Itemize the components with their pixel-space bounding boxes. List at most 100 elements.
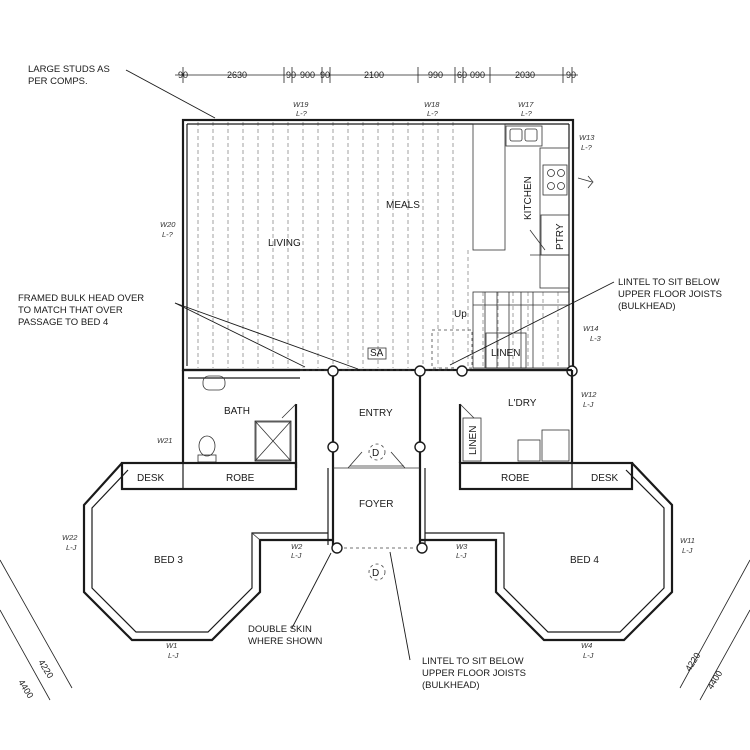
room-kitchen: KITCHEN bbox=[523, 176, 534, 220]
window-w1-ref: L-J bbox=[168, 651, 179, 660]
note-framed-bulkhead-line3: PASSAGE TO BED 4 bbox=[18, 317, 108, 328]
bed4-walls bbox=[420, 462, 674, 642]
room-desk-right: DESK bbox=[591, 473, 619, 484]
window-w11-ref: L-J bbox=[682, 546, 693, 555]
window-w11: W11 L-J bbox=[680, 536, 695, 555]
note-large-studs-line2: PER COMPS. bbox=[28, 76, 88, 87]
dim-left-a: 4220 bbox=[36, 658, 55, 680]
note-large-studs-line1: LARGE STUDS AS bbox=[28, 64, 110, 75]
dim-top-6: 990 bbox=[428, 70, 443, 80]
note-lintel-upper-line1: LINTEL TO SIT BELOW bbox=[618, 277, 720, 288]
foyer-walls bbox=[327, 467, 428, 554]
window-w17-id: W17 bbox=[518, 100, 534, 109]
window-w18: W18 L-? bbox=[424, 100, 440, 118]
window-w4-ref: L-J bbox=[583, 651, 594, 660]
window-w1-id: W1 bbox=[166, 641, 177, 650]
d-marker-upper: D bbox=[368, 443, 386, 461]
diag-dim-left: 4220 4400 bbox=[0, 559, 73, 701]
note-lintel-lower-line3: (BULKHEAD) bbox=[422, 680, 480, 691]
dim-top-2: 90 bbox=[286, 70, 296, 80]
room-bed3: BED 3 bbox=[154, 555, 183, 566]
note-double-skin: DOUBLE SKIN WHERE SHOWN bbox=[248, 552, 332, 647]
diag-dim-right: 4220 4400 bbox=[679, 559, 750, 701]
window-w2: W2 L-J bbox=[291, 542, 303, 560]
dim-top-4: 90 bbox=[320, 70, 330, 80]
bulkhead-beam bbox=[300, 347, 578, 377]
room-entry: ENTRY bbox=[359, 408, 393, 419]
d-marker-lower: D bbox=[368, 563, 386, 581]
room-robe-right: ROBE bbox=[501, 473, 530, 484]
window-w1: W1 L-J bbox=[166, 641, 179, 660]
window-w22-id: W22 bbox=[62, 533, 78, 542]
room-laundry: L'DRY bbox=[508, 398, 537, 409]
window-w12-ref: L-J bbox=[583, 400, 594, 409]
window-w20: W20 L-? bbox=[160, 220, 176, 239]
window-w13: W13 L-? bbox=[579, 133, 595, 152]
note-lintel-lower-line2: UPPER FLOOR JOISTS bbox=[422, 668, 526, 679]
window-w21-id: W21 bbox=[157, 436, 172, 445]
note-lintel-upper-line3: (BULKHEAD) bbox=[618, 301, 676, 312]
dim-top-1: 2630 bbox=[227, 70, 247, 80]
window-w21: W21 bbox=[157, 436, 172, 445]
window-w13-ref: L-? bbox=[581, 143, 593, 152]
window-w2-id: W2 bbox=[291, 542, 303, 551]
window-w3: W3 L-J bbox=[456, 542, 468, 560]
window-w18-id: W18 bbox=[424, 100, 440, 109]
room-pantry: PTRY bbox=[555, 223, 566, 250]
room-foyer: FOYER bbox=[359, 499, 393, 510]
note-double-skin-line2: WHERE SHOWN bbox=[248, 636, 323, 647]
note-large-studs: LARGE STUDS AS PER COMPS. bbox=[28, 64, 216, 119]
note-framed-bulkhead: FRAMED BULK HEAD OVER TO MATCH THAT OVER… bbox=[18, 293, 359, 370]
note-lintel-upper-line2: UPPER FLOOR JOISTS bbox=[618, 289, 722, 300]
window-w12-id: W12 bbox=[581, 390, 597, 399]
window-w2-ref: L-J bbox=[291, 551, 302, 560]
dim-top-10: 90 bbox=[566, 70, 576, 80]
note-lintel-upper: LINTEL TO SIT BELOW UPPER FLOOR JOISTS (… bbox=[449, 277, 722, 366]
window-w17-ref: L-? bbox=[521, 109, 533, 118]
top-dimension-line: 90 2630 90 900 90 2100 990 60 090 2030 9… bbox=[175, 67, 578, 83]
dim-top-0: 90 bbox=[178, 70, 188, 80]
window-w19-ref: L-? bbox=[296, 109, 308, 118]
window-w17: W17 L-? bbox=[518, 100, 534, 118]
window-w3-ref: L-J bbox=[456, 551, 467, 560]
dim-right-a: 4220 bbox=[683, 651, 702, 673]
window-w19: W19 L-? bbox=[293, 100, 309, 118]
room-meals: MEALS bbox=[386, 200, 420, 211]
dim-right-b: 4400 bbox=[705, 669, 724, 691]
room-bath: BATH bbox=[224, 406, 250, 417]
stairs bbox=[431, 291, 570, 369]
note-double-skin-line1: DOUBLE SKIN bbox=[248, 624, 312, 635]
window-w22: W22 L-J bbox=[62, 533, 78, 552]
dim-top-7: 60 bbox=[457, 70, 467, 80]
stud-hatching bbox=[197, 122, 559, 368]
window-w4-id: W4 bbox=[581, 641, 592, 650]
window-w4: W4 L-J bbox=[581, 641, 594, 660]
dim-top-3: 900 bbox=[300, 70, 315, 80]
note-framed-bulkhead-line2: TO MATCH THAT OVER bbox=[18, 305, 123, 316]
bed3-walls bbox=[82, 462, 333, 642]
window-w20-id: W20 bbox=[160, 220, 176, 229]
window-w12: W12 L-J bbox=[581, 390, 597, 409]
note-lintel-lower: LINTEL TO SIT BELOW UPPER FLOOR JOISTS (… bbox=[389, 551, 526, 691]
window-w22-ref: L-J bbox=[66, 543, 77, 552]
room-bed4: BED 4 bbox=[570, 555, 599, 566]
room-desk-left: DESK bbox=[137, 473, 165, 484]
d-marker-upper-label: D bbox=[372, 448, 379, 459]
window-w20-ref: L-? bbox=[162, 230, 174, 239]
dim-top-9: 2030 bbox=[515, 70, 535, 80]
dim-left-b: 4400 bbox=[16, 678, 35, 700]
room-robe-left: ROBE bbox=[226, 473, 255, 484]
note-lintel-lower-line1: LINTEL TO SIT BELOW bbox=[422, 656, 524, 667]
window-w14-ref: L-3 bbox=[590, 334, 602, 343]
room-up: Up bbox=[454, 309, 467, 320]
dim-top-5: 2100 bbox=[364, 70, 384, 80]
window-w19-id: W19 bbox=[293, 100, 309, 109]
room-living: LIVING bbox=[268, 238, 301, 249]
window-w14-id: W14 bbox=[583, 324, 598, 333]
note-framed-bulkhead-line1: FRAMED BULK HEAD OVER bbox=[18, 293, 144, 304]
room-sa: SA bbox=[370, 348, 384, 359]
window-w13-id: W13 bbox=[579, 133, 595, 142]
middle-walls bbox=[181, 368, 574, 469]
window-w11-id: W11 bbox=[680, 536, 695, 545]
